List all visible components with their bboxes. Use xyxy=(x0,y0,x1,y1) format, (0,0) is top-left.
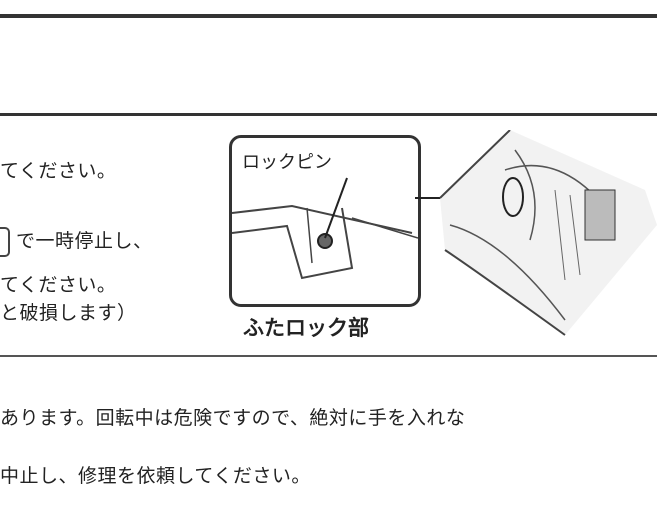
box-line-4: と破損します） xyxy=(0,302,137,324)
box-line-2-text: で一時停止し、 xyxy=(16,230,153,252)
button-icon xyxy=(0,226,10,257)
lock-pin-illustration xyxy=(232,177,418,280)
box-top-rule xyxy=(0,113,657,116)
box-line-1: てください。 xyxy=(0,160,117,182)
figure-caption: ふたロック部 xyxy=(243,316,369,340)
body-text-line-1: あります。回転中は危険ですので、絶対に手を入れな xyxy=(0,407,466,429)
top-rule xyxy=(0,14,657,18)
box-line-2: で一時停止し、 xyxy=(0,226,153,257)
body-text-line-2: 中止し、修理を依頼してください。 xyxy=(0,465,311,487)
lock-pin-label: ロックピン xyxy=(242,152,332,173)
box-line-3: てください。 xyxy=(0,274,117,296)
washer-illustration xyxy=(415,130,657,336)
box-bottom-rule xyxy=(0,355,657,357)
lock-pin-closeup: ロックピン xyxy=(229,135,421,307)
